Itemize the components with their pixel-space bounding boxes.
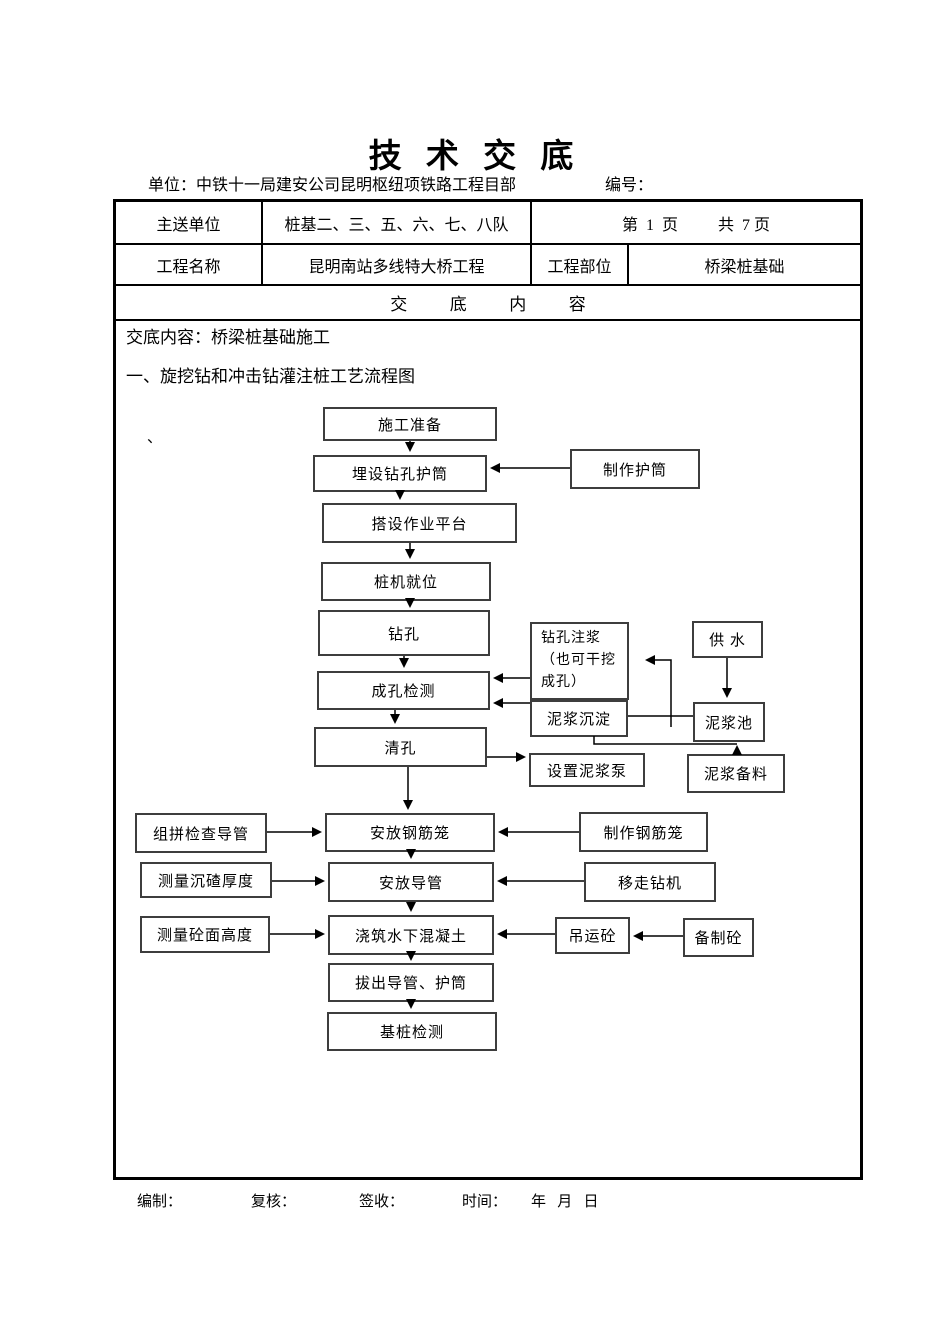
flow-node-mud-settle: 泥浆沉淀 xyxy=(530,700,628,737)
date-placeholder: 年 月 日 xyxy=(531,1194,599,1210)
flow-node-mud-pool: 泥浆池 xyxy=(693,702,765,742)
flow-node-cage-place: 安放钢筋笼 xyxy=(325,813,495,852)
flow-node-mud-material: 泥浆备料 xyxy=(687,754,785,793)
table-row: 工程名称 昆明南站多线特大桥工程 工程部位 桥梁桩基础 xyxy=(116,245,860,286)
flow-node-platform: 搭设作业平台 xyxy=(322,503,517,543)
prepared-label: 编制： xyxy=(137,1194,183,1210)
flow-node-prep: 施工准备 xyxy=(323,407,497,441)
project-part-label: 工程部位 xyxy=(532,245,629,284)
unit-line: 单位：中铁十一局建安公司昆明枢纽项铁路工程目部 xyxy=(148,177,517,194)
time-label: 时间： xyxy=(462,1194,508,1210)
stray-punctuation: 、 xyxy=(147,430,163,446)
flow-node-grouting: 钻孔注浆 （也可干挖 成孔） xyxy=(530,622,629,700)
flow-node-rig-remove: 移走钻机 xyxy=(584,862,716,902)
flow-node-duct-assemble: 组拼检查导管 xyxy=(135,813,267,853)
table-row: 主送单位 桩基二、三、五、六、七、八队 第 1 页 共 7 页 xyxy=(116,202,860,245)
project-name-label: 工程名称 xyxy=(116,245,263,284)
project-name-value: 昆明南站多线特大桥工程 xyxy=(263,245,532,284)
flow-node-concrete-prepare: 备制砼 xyxy=(683,918,754,957)
flow-node-duct-place: 安放导管 xyxy=(328,862,494,902)
flow-node-cage-make: 制作钢筋笼 xyxy=(579,812,708,852)
number-label: 编号： xyxy=(605,177,654,194)
main-recipient-label: 主送单位 xyxy=(116,202,263,243)
content-header: 交 底 内 容 xyxy=(390,295,586,314)
main-recipient-value: 桩基二、三、五、六、七、八队 xyxy=(263,202,532,243)
flow-node-concrete-pour: 浇筑水下混凝土 xyxy=(328,915,494,955)
project-part-value: 桥梁桩基础 xyxy=(704,258,785,276)
flow-node-pile-test: 基桩检测 xyxy=(327,1012,497,1051)
flow-node-hole-clean: 清孔 xyxy=(314,727,487,767)
flow-node-mud-pump: 设置泥浆泵 xyxy=(529,753,645,787)
flow-node-rig-position: 桩机就位 xyxy=(321,562,491,601)
flow-node-hole-check: 成孔检测 xyxy=(317,671,490,710)
flow-node-duct-pullout: 拔出导管、护筒 xyxy=(328,963,494,1002)
table-row: 交 底 内 容 xyxy=(116,286,860,321)
flow-node-water-supply: 供 水 xyxy=(692,621,763,658)
intro-line: 交底内容：桥梁桩基础施工 xyxy=(126,328,330,347)
received-label: 签收： xyxy=(359,1194,405,1210)
flow-node-concrete-hoist: 吊运砼 xyxy=(555,917,630,954)
flow-node-casing-make: 制作护筒 xyxy=(570,449,700,489)
section-heading: 一、旋挖钻和冲击钻灌注桩工艺流程图 xyxy=(126,367,415,386)
flow-node-sediment-measure: 测量沉碴厚度 xyxy=(140,862,272,898)
flow-node-casing-install: 埋设钻孔护筒 xyxy=(313,455,487,492)
page-info: 第 1 页 共 7 页 xyxy=(621,216,770,234)
page-title: 技 术 交 底 xyxy=(368,139,582,175)
flow-node-drilling: 钻孔 xyxy=(318,610,490,656)
flow-node-concrete-surface: 测量砼面高度 xyxy=(140,916,270,953)
reviewed-label: 复核： xyxy=(251,1194,297,1210)
